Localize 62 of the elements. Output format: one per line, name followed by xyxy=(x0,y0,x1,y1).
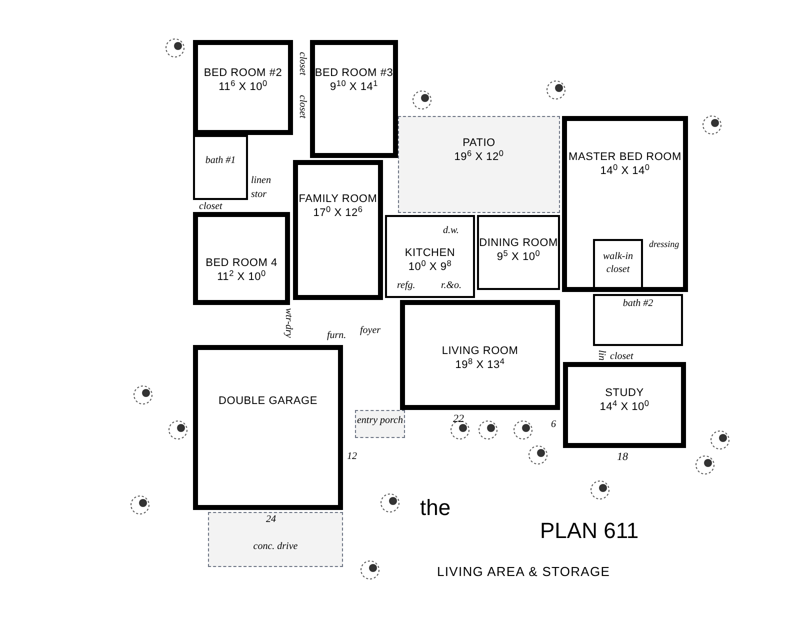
plan-title: LIVING AREA & STORAGE xyxy=(437,565,610,578)
room-name: KITCHEN xyxy=(404,247,456,260)
room-name: DOUBLE GARAGE xyxy=(218,395,318,409)
fixture-label: closet xyxy=(297,95,307,118)
room-dimensions: 9$^{5}$ X 10$^{0}$ xyxy=(496,250,540,264)
fixture-label: closet xyxy=(297,52,307,76)
room xyxy=(193,135,248,200)
paved-area xyxy=(398,116,560,213)
room xyxy=(193,212,290,305)
room xyxy=(193,40,293,135)
room-dimensions: 11$^{6}$ X 10$^{0}$ xyxy=(218,80,268,94)
room-name: FAMILY ROOM xyxy=(298,193,378,206)
room-dimensions: 17$^{0}$ X 12$^{6}$ xyxy=(313,206,363,220)
room xyxy=(400,300,560,410)
room-name: walk-in closet xyxy=(602,251,634,276)
room-name: PATIO xyxy=(462,137,496,150)
paved-area xyxy=(208,512,343,567)
room xyxy=(385,215,475,298)
room-name: entry porch xyxy=(356,415,403,428)
dimension-label: 24 xyxy=(266,515,276,525)
fixture-label: closet xyxy=(199,202,222,212)
fixture-label: r.&o. xyxy=(441,281,462,291)
room-dimensions: 14$^{4}$ X 10$^{0}$ xyxy=(600,400,650,414)
room-name: BED ROOM #3 xyxy=(314,67,394,80)
fixture-label: d.w. xyxy=(443,226,459,236)
fixture-label: lin xyxy=(596,350,606,361)
room-name: LIVING ROOM xyxy=(442,345,518,358)
room-name: MASTER BED ROOM xyxy=(568,151,682,164)
fixture-label: closet xyxy=(610,352,634,362)
dimension-label: 18 xyxy=(617,452,628,463)
room xyxy=(193,345,343,510)
room-dimensions: 14$^{0}$ X 14$^{0}$ xyxy=(600,164,650,178)
room-name: conc. drive xyxy=(253,541,298,554)
fixture-label: refg. xyxy=(397,281,416,291)
fixture-label: foyer xyxy=(360,326,381,336)
room-dimensions: 19$^{8}$ X 13$^{4}$ xyxy=(455,358,505,372)
room-name: bath #1 xyxy=(205,155,236,168)
fixture-label: stor xyxy=(251,190,267,200)
dimension-label: 6 xyxy=(551,420,556,430)
fixture-label: wtr-dry xyxy=(283,308,293,338)
plan-title: PLAN 611 xyxy=(540,520,639,542)
room-dimensions: 9$^{10}$ X 14$^{1}$ xyxy=(330,80,378,94)
room-name: DINING ROOM xyxy=(479,237,558,250)
room-name: bath #2 xyxy=(622,298,654,310)
room-name: STUDY xyxy=(605,387,644,400)
room xyxy=(593,239,643,289)
room-dimensions: 19$^{6}$ X 12$^{0}$ xyxy=(454,150,504,164)
room xyxy=(563,362,686,448)
paved-area xyxy=(355,410,405,438)
room-name: BED ROOM 4 xyxy=(206,257,278,270)
dimension-label: 22 xyxy=(453,414,464,425)
room-dimensions: 11$^{2}$ X 10$^{0}$ xyxy=(217,270,266,284)
plan-title: the xyxy=(420,497,451,519)
room-dimensions: 10$^{0}$ X 9$^{8}$ xyxy=(408,260,452,274)
dimension-label: 12 xyxy=(347,452,357,462)
room xyxy=(477,215,560,290)
room xyxy=(593,294,683,346)
room xyxy=(293,160,383,300)
fixture-label: linen xyxy=(251,176,271,186)
room-name: BED ROOM #2 xyxy=(204,67,282,80)
room xyxy=(310,40,398,158)
room xyxy=(562,116,688,292)
